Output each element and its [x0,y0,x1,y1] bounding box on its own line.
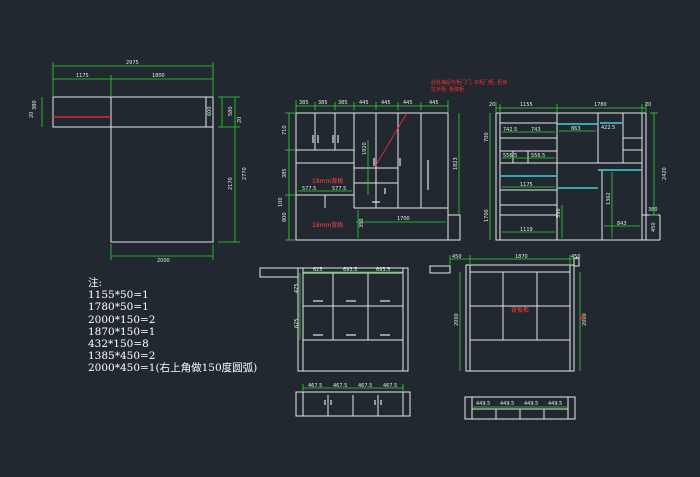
section-inner-dim-3: 863 [571,126,581,132]
section-inner-dim-4: 422.5 [601,125,615,131]
notes-line-5: 432*150=8 [88,338,149,351]
section-top-dim-1: 20 [489,102,495,108]
front-left-dim-2: 385 [282,168,288,178]
low2-dim-2: 449.5 [500,401,514,407]
notes-line-3: 2000*150=2 [88,313,156,326]
wardrobe-back-label: 背板柜 [511,306,529,314]
dim-bottom: 2000 [157,258,170,264]
section-top-dim-4: 20 [645,102,651,108]
low-cabinet-1: 467.5 467.5 467.5 467.5 [295,383,411,417]
section-inner-dim-1: 742.5 [503,127,517,133]
front-top-dim-4: 445 [359,100,369,106]
section-top-dim-3: 1780 [594,102,607,108]
section-inner-dim-5: 556.5 [503,153,517,159]
front-top-dim-2: 385 [318,100,328,106]
front-inner-dim-2: 577.5 [302,186,316,192]
front-left-dim-3: 800 [282,212,288,222]
low1-dim-1: 467.5 [308,383,322,389]
wardrobe-side-dim-2: 2000 [582,313,588,326]
section-top-dim-2: 1155 [520,102,533,108]
drawer-unit: 625 693.5 693.5 475 625 [259,267,409,372]
section-inner-dim-13: 380 [648,207,658,213]
low1-dim-4: 467.5 [383,383,397,389]
dim-side-big: 2170 [228,177,234,190]
dim-left: 1175 [76,73,89,79]
front-left-dim-1: 710 [282,125,288,135]
notes-line-6: 1385*450=2 [88,350,156,363]
section-inner-dim-12: 450 [651,222,657,232]
drawer-left-dim-1: 475 [294,283,300,293]
front-back-label-2: 18mm背板 [312,221,343,229]
front-inner-dim-6: 1823 [453,157,459,170]
front-inner-dim-1: 1920 [362,142,368,155]
front-top-dim-6: 445 [403,100,413,106]
notes-title: 注: [88,277,103,289]
front-top-dim-1: 385 [299,100,309,106]
section-inner-dim-9: 843 [617,221,627,227]
front-left-dim-4: 100 [278,197,284,207]
section-view: 20 1155 1780 20 742.5 743 863 422.5 556.… [484,102,668,241]
dim-side-total: 2770 [242,167,248,180]
drawer-top-dim-3: 693.5 [376,267,390,273]
dim-right-d1: 580 [228,106,234,116]
drawer-top-dim-1: 625 [313,267,323,273]
low-cabinet-2: 449.5 449.5 449.5 449.5 [464,396,576,420]
section-inner-dim-7: 1175 [520,182,533,188]
section-inner-dim-11: 590 [556,208,562,218]
low2-dim-4: 449.5 [548,401,562,407]
dim-side-left: 20 [29,112,35,118]
notes-line-7: 2000*450=1(右上角做150度圆弧) [88,362,258,375]
section-inner-dim-8: 1362 [606,192,612,205]
low2-dim-3: 449.5 [524,401,538,407]
section-inner-dim-2: 743 [531,127,541,133]
section-side-dim-1: 2420 [662,167,668,180]
dim-inner-h: 600 [207,106,213,116]
wardrobe-side-dim-1: 2000 [454,313,460,326]
notes-block: 注: 1155*50=1 1780*50=1 2000*150=2 1870*1… [88,277,257,375]
front-top-dim-7: 445 [429,100,439,106]
notes-line-1: 1155*50=1 [88,289,149,302]
front-elevation: 此处抽屉与柜门门, 衣柜门柜, 柜体 拉手柜, 柜体柜 385 385 385 … [278,79,507,241]
front-back-label-1: 18mm背板 [312,177,343,185]
front-note-2: 拉手柜, 柜体柜 [431,86,464,93]
low1-dim-3: 467.5 [358,383,372,389]
drawer-left-dim-2: 625 [294,318,300,328]
notes-line-4: 1870*150=1 [88,325,156,338]
dim-overall: 2975 [126,60,139,66]
section-inner-dim-6: 556.5 [531,153,545,159]
low2-dim-1: 449.5 [476,401,490,407]
low1-dim-2: 467.5 [333,383,347,389]
notes-line-2: 1780*50=1 [88,301,149,314]
wardrobe-top-dim-3: 450 [571,254,581,260]
front-inner-dim-3: 577.5 [332,186,346,192]
drawer-top-dim-2: 693.5 [343,267,357,273]
front-inner-dim-4: 1700 [397,216,410,222]
wardrobe-top-dim-1: 450 [452,254,462,260]
plan-view: 2975 1175 1800 380 20 580 20 600 2170 27… [29,60,248,264]
front-note-1: 此处抽屉与柜门门, 衣柜门柜, 柜体 [431,79,507,86]
front-inner-dim-5: 350 [359,218,365,228]
dim-right-d2: 20 [237,117,243,123]
front-top-dim-5: 445 [381,100,391,106]
front-top-dim-3: 385 [338,100,348,106]
section-side-dim-2: 700 [484,132,490,142]
section-side-dim-3: 1700 [484,209,490,222]
dim-side-top: 380 [32,100,38,110]
dim-right: 1800 [152,73,165,79]
wardrobe-top-dim-2: 1870 [515,254,528,260]
section-inner-dim-10: 1119 [520,227,533,233]
wardrobe-elevation: 450 1870 450 2000 2000 背板柜 [429,254,588,372]
